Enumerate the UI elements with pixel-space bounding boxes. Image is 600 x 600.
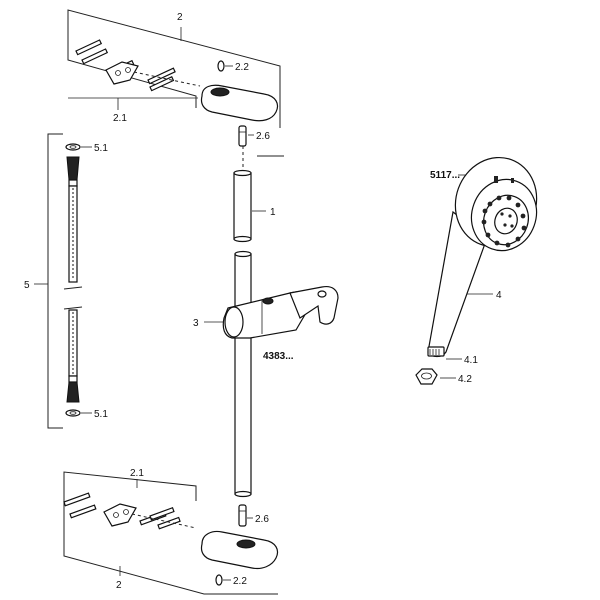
rail-upper [233, 169, 252, 243]
label-set-top: 2 [177, 12, 183, 23]
label-pin-bottom: 2.6 [255, 514, 269, 525]
head-nut [415, 368, 438, 385]
label-hose: 5 [24, 280, 30, 291]
label-rail-upper: 1 [270, 207, 276, 218]
bottom-bracket-set-outline [63, 471, 278, 595]
label-set-bottom: 2 [116, 580, 122, 591]
top-wall-plate [105, 61, 139, 85]
bottom-mounting-screws [63, 492, 181, 530]
label-plug-bottom: 2.2 [233, 576, 247, 587]
bottom-rail-holder [200, 530, 279, 570]
label-screws-top: 2.1 [113, 113, 127, 124]
washer-top [65, 143, 81, 151]
label-slider: 3 [193, 318, 199, 329]
slider [222, 285, 339, 339]
top-bracket-set-outline [67, 9, 281, 128]
top-mounting-screws [75, 39, 176, 92]
label-washer-bottom: 5.1 [94, 409, 108, 420]
label-pin-top: 2.6 [256, 131, 270, 142]
bottom-plug [215, 574, 223, 586]
top-plug [217, 60, 225, 72]
hose-bracket [34, 133, 63, 429]
bottom-pin [238, 504, 247, 527]
label-screws-bottom: 2.1 [130, 468, 144, 479]
bottom-wall-plate [103, 503, 137, 527]
top-pin [238, 125, 247, 147]
washer-bottom [65, 409, 81, 417]
label-slider-code: 4383... [263, 351, 294, 362]
hand-shower [427, 156, 538, 358]
label-head-code: 5117... [430, 170, 460, 181]
top-rail-holder [200, 84, 279, 122]
hose [63, 156, 83, 403]
label-head-thread: 4.1 [464, 355, 478, 366]
label-head-nut: 4.2 [458, 374, 472, 385]
label-handshower: 4 [496, 290, 502, 301]
rail-main [234, 250, 252, 498]
label-plug-top: 2.2 [235, 62, 249, 73]
label-washer-top: 5.1 [94, 143, 108, 154]
